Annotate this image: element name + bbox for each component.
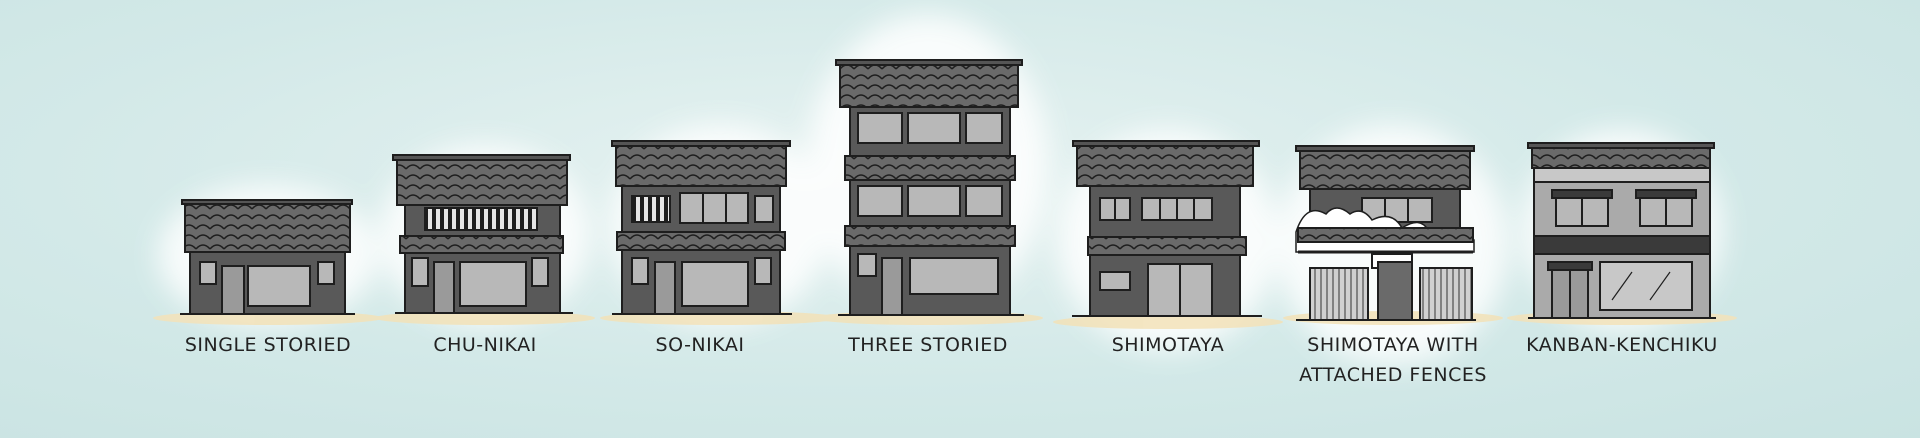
label-three-storied: THREE STORIED bbox=[848, 330, 1008, 360]
building-shimotaya-fences bbox=[1296, 146, 1476, 320]
label-shimotaya-fences-line1: SHIMOTAYA WITH bbox=[1307, 330, 1478, 360]
label-single-storied: SINGLE STORIED bbox=[185, 330, 351, 360]
label-so-nikai: SO-NIKAI bbox=[656, 330, 745, 360]
building-three-storied bbox=[836, 60, 1024, 315]
building-kanban-kenchiku bbox=[1528, 143, 1716, 318]
label-kanban-kenchiku: KANBAN-KENCHIKU bbox=[1526, 330, 1718, 360]
label-chu-nikai: CHU-NIKAI bbox=[433, 330, 536, 360]
building-so-nikai bbox=[612, 141, 792, 314]
building-shimotaya bbox=[1072, 141, 1262, 316]
building-single-storied bbox=[180, 200, 355, 314]
label-shimotaya-fences-line2: ATTACHED FENCES bbox=[1299, 360, 1487, 390]
building-chu-nikai bbox=[393, 155, 573, 313]
label-shimotaya: SHIMOTAYA bbox=[1112, 330, 1225, 360]
